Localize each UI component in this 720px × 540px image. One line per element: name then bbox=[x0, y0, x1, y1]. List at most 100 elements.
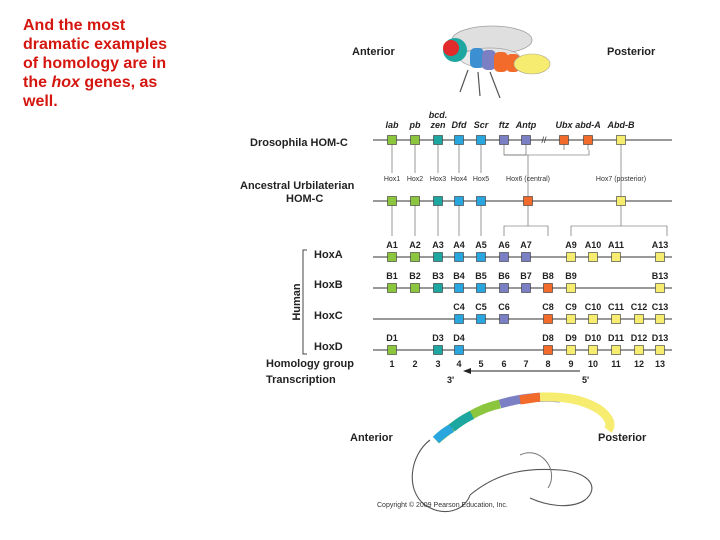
drosophila-gene-label: pb bbox=[409, 120, 421, 130]
human-gene-box bbox=[611, 314, 621, 324]
ancestral-gene-box bbox=[523, 196, 533, 206]
human-gene-box bbox=[543, 345, 553, 355]
ancestral-gene-label: Hox7 (posterior) bbox=[596, 176, 646, 183]
posterior-label-top: Posterior bbox=[607, 46, 656, 58]
fly-leg bbox=[477, 71, 481, 97]
ancestral-gene-box bbox=[616, 196, 626, 206]
drosophila-gene-label: Ubx bbox=[555, 120, 573, 130]
slide-text-line: of homology are in bbox=[23, 55, 167, 72]
human-gene-label: A9 bbox=[565, 240, 577, 250]
anterior-label-top: Anterior bbox=[352, 46, 396, 58]
human-gene-box bbox=[387, 345, 397, 355]
homology-group-label: Homology group bbox=[266, 358, 354, 370]
human-gene-box bbox=[454, 345, 464, 355]
hoxa-row-label: HoxA bbox=[314, 249, 343, 261]
embryo-hox-band bbox=[432, 423, 455, 444]
human-label: Human bbox=[291, 283, 303, 321]
ancestral-gene-box bbox=[433, 196, 443, 206]
drosophila-gene-label: ftz bbox=[499, 120, 510, 130]
human-gene-label: B7 bbox=[520, 271, 532, 281]
homology-group-number: 5 bbox=[478, 359, 483, 369]
slide-text: And the most dramatic examples of homolo… bbox=[23, 16, 223, 111]
human-gene-label: C5 bbox=[475, 302, 487, 312]
human-gene-box bbox=[521, 252, 531, 262]
human-gene-box bbox=[634, 314, 644, 324]
human-gene-box bbox=[499, 283, 509, 293]
human-gene-label: D1 bbox=[386, 333, 398, 343]
ancestral-gene-box bbox=[410, 196, 420, 206]
human-gene-box bbox=[566, 252, 576, 262]
slide-text-fragment: genes, as bbox=[79, 74, 158, 91]
human-gene-box bbox=[655, 283, 665, 293]
drosophila-gene-box bbox=[616, 135, 626, 145]
ancestral-gene-box bbox=[476, 196, 486, 206]
drosophila-gene-label: zen bbox=[429, 120, 446, 130]
homology-bracket bbox=[503, 150, 527, 156]
human-gene-label: B1 bbox=[386, 271, 398, 281]
human-gene-label: C8 bbox=[542, 302, 554, 312]
anterior-label-bottom: Anterior bbox=[350, 432, 394, 444]
drosophila-gene-label: Scr bbox=[474, 120, 489, 130]
posterior-label-bottom: Posterior bbox=[598, 432, 647, 444]
homology-group-number: 8 bbox=[545, 359, 550, 369]
human-gene-box bbox=[476, 283, 486, 293]
embryo-illustration bbox=[411, 392, 615, 513]
human-gene-label: C11 bbox=[608, 302, 624, 312]
homology-group-number: 13 bbox=[655, 359, 665, 369]
slide-text-line: well. bbox=[23, 93, 58, 110]
human-gene-label: C9 bbox=[565, 302, 577, 312]
fly-leg bbox=[459, 69, 469, 93]
fruit-fly-illustration bbox=[443, 25, 551, 99]
human-gene-label: A11 bbox=[608, 240, 624, 250]
transcription-label: Transcription bbox=[266, 374, 336, 386]
slide-text-line: And the most bbox=[23, 17, 126, 34]
human-gene-box bbox=[476, 252, 486, 262]
human-gene-label: C6 bbox=[498, 302, 510, 312]
drosophila-gene-box bbox=[476, 135, 486, 145]
drosophila-gene-box bbox=[559, 135, 569, 145]
embryo-head-outline bbox=[411, 439, 471, 513]
homology-group-number: 1 bbox=[389, 359, 394, 369]
embryo-body-outline bbox=[469, 468, 593, 507]
hoxb-row-label: HoxB bbox=[314, 279, 343, 291]
chromosome-break-mark: // bbox=[541, 135, 547, 145]
human-gene-box bbox=[454, 314, 464, 324]
human-gene-box bbox=[543, 283, 553, 293]
fly-thorax-segment bbox=[482, 50, 496, 70]
human-gene-box bbox=[611, 252, 621, 262]
human-gene-box bbox=[566, 314, 576, 324]
embryo-hox-band bbox=[519, 392, 541, 405]
ancestral-gene-label: Hox3 bbox=[430, 176, 446, 183]
drosophila-gene-box bbox=[583, 135, 593, 145]
human-gene-label: C10 bbox=[585, 302, 602, 312]
human-gene-label: D3 bbox=[432, 333, 444, 343]
ancestral-gene-label: Hox1 bbox=[384, 176, 400, 183]
human-gene-box bbox=[387, 252, 397, 262]
human-gene-label: A10 bbox=[585, 240, 602, 250]
human-gene-label: B6 bbox=[498, 271, 510, 281]
human-gene-box bbox=[634, 345, 644, 355]
human-gene-box bbox=[454, 252, 464, 262]
homology-group-number: 10 bbox=[588, 359, 598, 369]
ancestral-gene-box bbox=[454, 196, 464, 206]
human-gene-label: A6 bbox=[498, 240, 510, 250]
drosophila-gene-box bbox=[387, 135, 397, 145]
homology-bracket bbox=[570, 225, 668, 236]
human-gene-box bbox=[454, 283, 464, 293]
embryo-hox-band bbox=[539, 392, 615, 433]
homology-group-number: 12 bbox=[634, 359, 644, 369]
transcription-arrowhead bbox=[463, 368, 471, 374]
human-gene-label: A5 bbox=[475, 240, 487, 250]
human-gene-box bbox=[655, 345, 665, 355]
urbilaterian-row-label: HOM-C bbox=[286, 193, 323, 205]
five-prime-label: 5' bbox=[582, 375, 589, 385]
human-gene-label: B8 bbox=[542, 271, 554, 281]
human-gene-label: B3 bbox=[432, 271, 444, 281]
drosophila-gene-box bbox=[499, 135, 509, 145]
human-gene-box bbox=[433, 252, 443, 262]
ancestral-gene-label: Hox4 bbox=[451, 176, 467, 183]
ancestral-gene-label: Hox6 (central) bbox=[506, 176, 550, 183]
human-gene-label: D8 bbox=[542, 333, 554, 343]
human-gene-box bbox=[655, 314, 665, 324]
fly-abdomen-tip bbox=[513, 53, 551, 75]
